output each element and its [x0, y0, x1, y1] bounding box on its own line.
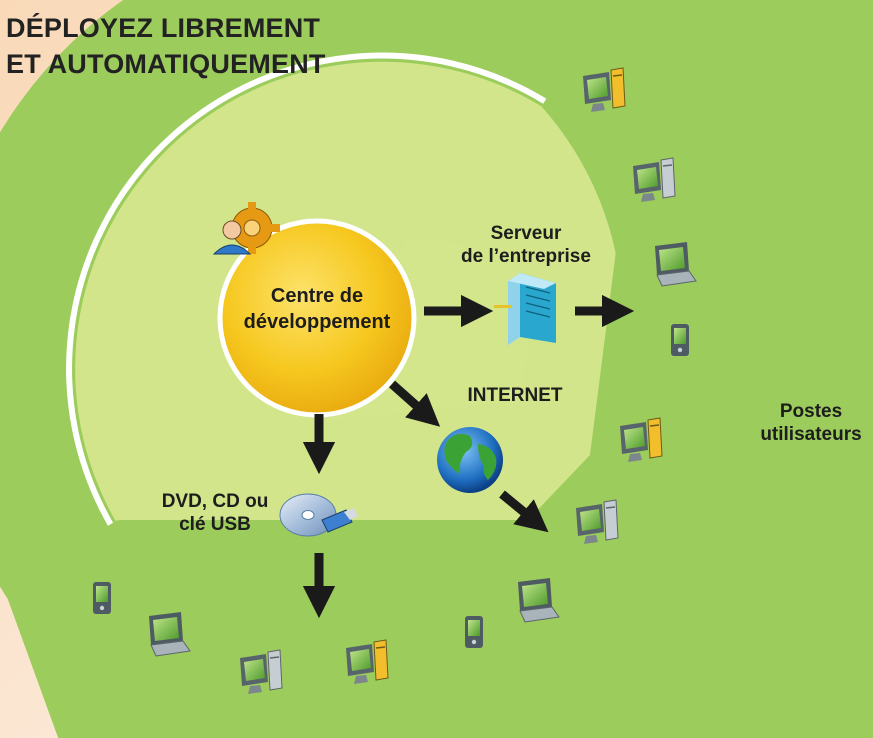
workstations-label-line-2: utilisateurs — [760, 424, 862, 445]
ring-separator — [66, 52, 547, 526]
media-label: DVD, CD ou clé USB — [140, 490, 290, 536]
title-line-2: ET AUTOMATIQUEMENT — [6, 49, 326, 79]
workstations-label-line-1: Postes — [779, 401, 843, 422]
pda-icon — [671, 324, 689, 356]
page-title: DÉPLOYEZ LIBREMENT ET AUTOMATIQUEMENT — [6, 10, 326, 82]
center-label-line-2: développement — [243, 311, 391, 333]
server-label-line-1: Serveur — [490, 223, 562, 244]
disk-usb-icon — [279, 493, 358, 537]
center-label-line-1: Centre de — [270, 285, 364, 307]
server-label: Serveur de l’entreprise — [436, 222, 616, 268]
workstations-label: Postes utilisateurs — [752, 400, 870, 446]
internet-label: INTERNET — [440, 384, 590, 407]
arrow-internet-to-workstations — [499, 490, 549, 533]
pda-icon — [465, 616, 483, 648]
internet-label-text: INTERNET — [467, 385, 563, 406]
center-label: Centre de développement — [237, 283, 397, 335]
developer-gear-icon — [212, 202, 280, 255]
pda-icon — [93, 582, 111, 614]
globe-icon — [437, 427, 503, 493]
media-label-line-1: DVD, CD ou — [161, 491, 269, 512]
flow-arrows — [302, 294, 635, 619]
server-icon — [494, 273, 556, 345]
arrow-center-to-internet — [389, 380, 441, 427]
media-label-line-2: clé USB — [179, 514, 251, 535]
title-line-1: DÉPLOYEZ LIBREMENT — [6, 13, 321, 43]
server-label-line-2: de l’entreprise — [461, 246, 591, 267]
